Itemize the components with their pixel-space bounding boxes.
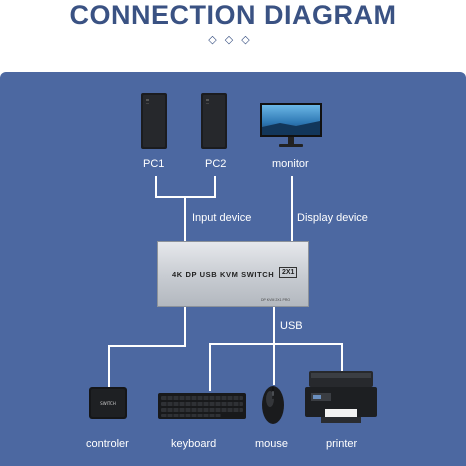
switch-name: 4K DP USB KVM SWITCH: [172, 270, 275, 279]
keyboard-wire: [209, 343, 211, 391]
pc1-wire: [155, 176, 157, 198]
keyboard-label: keyboard: [171, 438, 217, 450]
mouse-label: mouse: [255, 438, 289, 450]
usb-bus-wire: [209, 343, 343, 345]
pc2-tower-icon: [201, 93, 227, 149]
controller-wire-vertical: [184, 307, 186, 347]
pc2-wire: [214, 176, 216, 198]
pc2-label: PC2: [205, 158, 227, 170]
usb-label: USB: [280, 320, 303, 332]
switch-badge: 2X1: [279, 267, 298, 278]
input-device-label: Input device: [192, 212, 252, 224]
pc1-label: PC1: [143, 158, 165, 170]
switch-model: DP KVM 2X1 PRO: [261, 298, 291, 302]
display-device-label: Display device: [297, 212, 368, 224]
printer-icon: [305, 371, 377, 423]
page-title: CONNECTION DIAGRAM: [69, 0, 397, 30]
mouse-icon: [262, 386, 284, 424]
usb-wire: [273, 307, 275, 345]
mouse-wire: [273, 343, 275, 385]
controller-label: controler: [86, 438, 129, 450]
input-wire: [184, 196, 186, 241]
kvm-switch: 4K DP USB KVM SWITCH 2X1 DP KVM 2X1 PRO: [157, 241, 309, 307]
svg-text:SWITCH: SWITCH: [100, 401, 116, 406]
keyboard-icon: [158, 393, 246, 419]
printer-label: printer: [326, 438, 358, 450]
monitor-icon: [260, 103, 322, 147]
controller-wire-horizontal: [108, 345, 186, 347]
controller-icon: SWITCH: [89, 387, 127, 419]
controller-wire-drop: [108, 345, 110, 387]
diamond-ornament: ◇◇◇: [208, 33, 258, 46]
display-wire: [291, 176, 293, 241]
pc1-tower-icon: [141, 93, 167, 149]
printer-wire: [341, 343, 343, 371]
monitor-label: monitor: [272, 158, 309, 170]
